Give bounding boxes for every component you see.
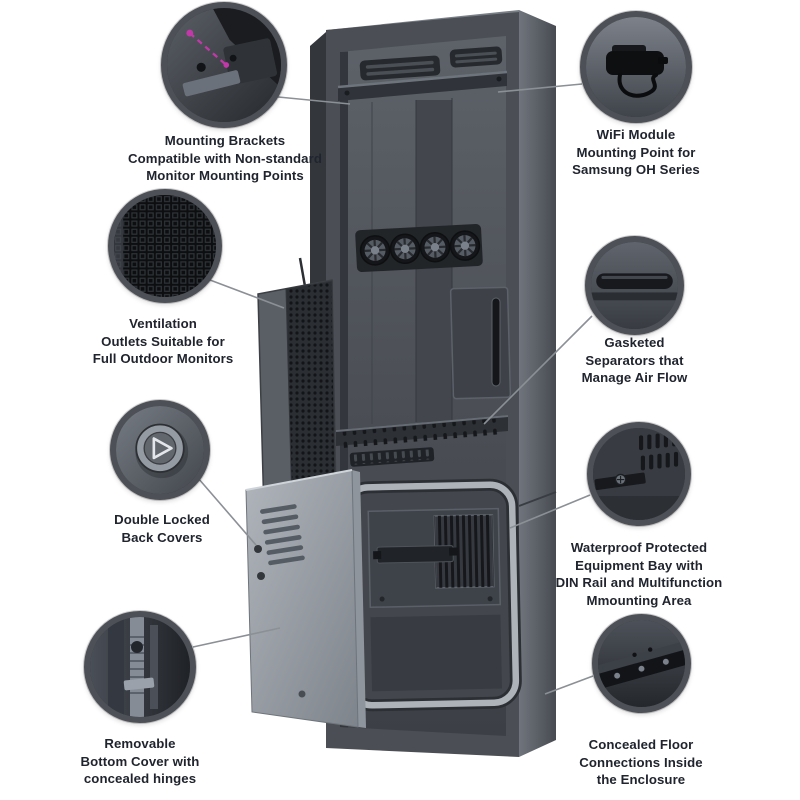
mounting-brackets-photo xyxy=(161,2,287,128)
waterproof-bay-photo xyxy=(587,422,691,526)
equipment-bay xyxy=(340,478,522,712)
cooling-fans xyxy=(355,224,483,273)
mounting-brackets-label: Mounting Brackets Compatible with Non-st… xyxy=(127,133,323,184)
top-vent-grilles xyxy=(359,46,503,81)
double-locked-photo xyxy=(110,400,210,500)
connector-lines xyxy=(192,83,594,695)
top-mounting-rail xyxy=(337,70,508,101)
ventilation-outlets-photo xyxy=(108,189,222,303)
back-cover-panel xyxy=(257,257,337,515)
middle-rail xyxy=(335,415,509,467)
bay-vent-grille xyxy=(433,513,495,589)
double-locked-label: Double Locked Back Covers xyxy=(114,512,210,545)
wifi-module-label: WiFi Module Mounting Point for Samsung O… xyxy=(572,127,700,178)
waterproof-bay-label: Waterproof Protected Equipment Bay with … xyxy=(555,540,723,608)
cable-panel xyxy=(449,286,512,400)
concealed-floor-photo xyxy=(592,614,691,713)
removable-bottom-photo xyxy=(84,611,196,723)
door-vent-slots xyxy=(260,504,305,566)
removable-bottom-label: Removable Bottom Cover with concealed hi… xyxy=(80,736,200,787)
wifi-module-photo xyxy=(580,11,692,123)
open-door xyxy=(245,469,366,728)
concealed-floor-label: Concealed Floor Connections Inside the E… xyxy=(579,737,703,788)
ventilation-outlets-label: Ventilation Outlets Suitable for Full Ou… xyxy=(92,316,234,367)
gasketed-separators-photo xyxy=(585,236,684,335)
gasketed-separators-label: Gasketed Separators that Manage Air Flow xyxy=(581,335,688,386)
din-rail xyxy=(373,545,458,564)
